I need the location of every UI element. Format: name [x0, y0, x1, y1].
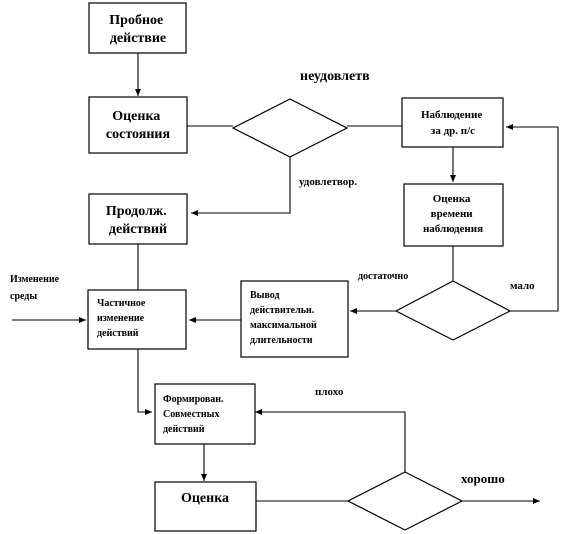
- label-environment-change: Изменение среды: [10, 274, 62, 302]
- continue-actions-box: [88, 193, 188, 245]
- arrow-partial-to-joint: [137, 349, 152, 415]
- observation-text: Наблюдение за др. п/с: [421, 109, 485, 137]
- label-satisfactory: удовлетвор.: [299, 176, 357, 188]
- joint-actions-box: [154, 383, 256, 445]
- arrow-bad-loop: [255, 409, 406, 472]
- state-assessment-text: Оценка состояния: [106, 109, 171, 142]
- result-decision-diamond: [346, 471, 464, 531]
- continue-actions-text: Продолж. действий: [106, 204, 170, 237]
- conclusion-text: Вывод действительн. максимальной длитель…: [250, 290, 319, 346]
- trial-action-text: Пробное действие: [109, 13, 166, 46]
- partial-change-text: Частичное изменение действий: [97, 298, 148, 339]
- state-assessment-box: [88, 96, 188, 154]
- final-assessment-box: [154, 481, 257, 532]
- state-decision-diamond: [231, 98, 349, 158]
- conclusion-box: [240, 280, 349, 358]
- label-little: мало: [510, 280, 535, 292]
- final-assessment-text: Оценка: [181, 491, 229, 506]
- observation-box: [401, 97, 504, 148]
- label-enough: достаточно: [358, 271, 408, 282]
- arrow-satisfied-to-continue: [191, 157, 291, 216]
- observation-time-text: Оценка времени наблюдения: [423, 193, 483, 235]
- trial-action-box: [88, 2, 187, 54]
- observation-time-box: [403, 183, 504, 247]
- time-decision-diamond: [394, 280, 512, 341]
- partial-change-box: [87, 289, 187, 350]
- label-bad: плохо: [315, 386, 344, 398]
- joint-actions-text: Формирован. Совместных действий: [163, 394, 226, 435]
- connectors: [12, 53, 559, 504]
- arrow-little-loop: [506, 124, 559, 312]
- label-good: хорошо: [461, 471, 505, 486]
- label-unsatisfactory: неудовлетв: [300, 69, 370, 84]
